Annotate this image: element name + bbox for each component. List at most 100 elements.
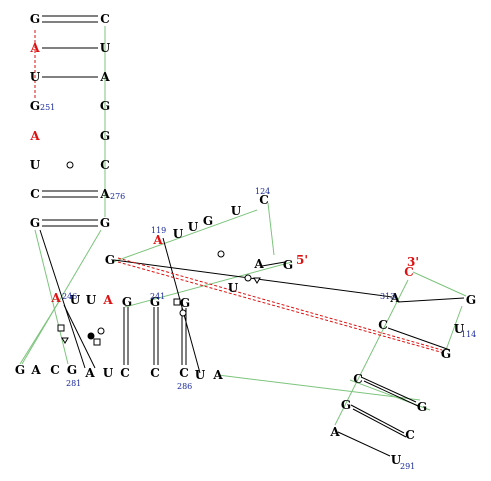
base-pair-layer [34, 15, 465, 457]
nucleotide-u: U [103, 366, 114, 380]
backbone-segment [124, 261, 293, 308]
residue-number-label: 246 [62, 292, 77, 301]
nucleotide-c: C [100, 12, 110, 26]
residue-number-label: 313 [380, 292, 395, 301]
backbone-segment [334, 279, 409, 426]
nucleotide-u: U [86, 293, 97, 307]
nucleotide-c: C [353, 372, 363, 386]
tertiary-interaction [117, 261, 445, 354]
residue-number-label: 124 [255, 187, 270, 196]
residue-number-label: 281 [66, 379, 81, 388]
nucleotide-a: A [212, 368, 223, 382]
strand-end-label: 5' [296, 253, 308, 267]
base-pair-bond [397, 297, 465, 303]
nucleotide-g: G [30, 99, 40, 113]
number-label-layer: 251 276 124 119 5' 246 241 281 286 3' 313 114 291 [40, 103, 476, 471]
wobble-pair-symbol [244, 274, 252, 282]
nucleotide-g: G [180, 296, 190, 310]
nucleotide-u: U [391, 453, 402, 467]
base-pair-bond [63, 304, 96, 369]
nucleotide-a: A [152, 233, 163, 247]
nucleotide-a: A [253, 257, 264, 271]
nucleotide-a: A [84, 366, 95, 380]
nucleotide-g: G [100, 129, 110, 143]
residue-number-label: 286 [177, 382, 192, 391]
nucleotide-g: G [30, 216, 40, 230]
residue-number-label: 251 [40, 103, 55, 112]
base-pair-bond [261, 261, 286, 267]
nucleotide-c: C [120, 366, 130, 380]
backbone-segment [19, 299, 61, 365]
base-pair-bond [162, 237, 201, 374]
nucleotide-g: G [100, 216, 110, 230]
square-pair-symbol [173, 298, 181, 306]
strand-end-label: 3' [407, 255, 419, 269]
nucleotide-a: A [389, 291, 400, 305]
residue-number-label: 291 [400, 462, 415, 471]
residue-number-label: 241 [150, 292, 165, 301]
nucleotide-u: U [173, 227, 184, 241]
base-pair-bond [363, 380, 419, 407]
base-pair-bond [350, 404, 405, 434]
wobble-pair-symbol [179, 309, 187, 317]
nucleotide-a: A [102, 293, 113, 307]
nucleotide-c: C [150, 366, 160, 380]
nucleotide-c: C [30, 187, 40, 201]
nucleotide-g: G [150, 295, 160, 309]
base-pair-bond [352, 408, 407, 438]
nucleotide-g: G [341, 398, 351, 412]
square-pair-symbol [57, 324, 65, 332]
nucleotide-a: A [29, 129, 40, 143]
nucleotide-g: G [15, 363, 25, 377]
nucleotide-c: C [378, 318, 388, 332]
nucleotide-u: U [30, 70, 41, 84]
nucleotide-g: G [30, 12, 40, 26]
nucleotide-u: U [100, 41, 111, 55]
base-pair-bond [113, 259, 393, 298]
nucleotide-u: U [30, 158, 41, 172]
filled-pair-symbol [87, 332, 95, 340]
residue-number-label: 119 [151, 226, 166, 235]
wobble-pair-symbol [97, 327, 105, 335]
nucleotide-u: U [228, 281, 239, 295]
nucleotide-g: G [67, 363, 77, 377]
base-pair-bond [387, 327, 451, 351]
nucleotide-a: A [99, 70, 110, 84]
nucleotide-a: A [29, 41, 40, 55]
backbone-segment [112, 209, 258, 263]
wobble-pair-symbol [217, 250, 225, 258]
nucleotide-g: G [417, 400, 427, 414]
nucleotide-u: U [70, 293, 81, 307]
nucleotide-a: A [30, 363, 41, 377]
nucleotide-c: C [179, 366, 189, 380]
nucleotide-g: G [100, 99, 110, 113]
nucleotide-a: A [99, 187, 110, 201]
residue-number-label: 276 [110, 192, 125, 201]
base-pair-bond [337, 431, 391, 457]
nucleotide-u: U [231, 204, 242, 218]
nucleotide-u: U [454, 322, 465, 336]
backbone-segment [34, 229, 69, 365]
backbone-segment [217, 374, 421, 401]
triangle-pair-symbol [61, 337, 69, 344]
triangle-pair-symbol [253, 277, 261, 284]
nucleotide-g: G [105, 253, 115, 267]
nucleotide-c: C [405, 428, 415, 442]
base-pair-bond [360, 376, 417, 403]
nucleotide-c: C [259, 193, 269, 207]
nucleotide-g: G [122, 295, 132, 309]
backbone-segment [267, 202, 275, 256]
residue-number-label: 114 [461, 330, 476, 339]
base-pair-bond [39, 229, 86, 369]
square-pair-symbol [93, 338, 101, 346]
nucleotide-a: A [329, 425, 340, 439]
backbone-segment [445, 305, 463, 351]
nucleotide-g: G [441, 347, 451, 361]
nucleotide-c: C [50, 363, 60, 377]
backbone-layer [19, 26, 467, 426]
wobble-pair-symbol [66, 161, 74, 169]
nucleotide-g: G [283, 258, 293, 272]
tertiary-interaction [117, 257, 443, 351]
